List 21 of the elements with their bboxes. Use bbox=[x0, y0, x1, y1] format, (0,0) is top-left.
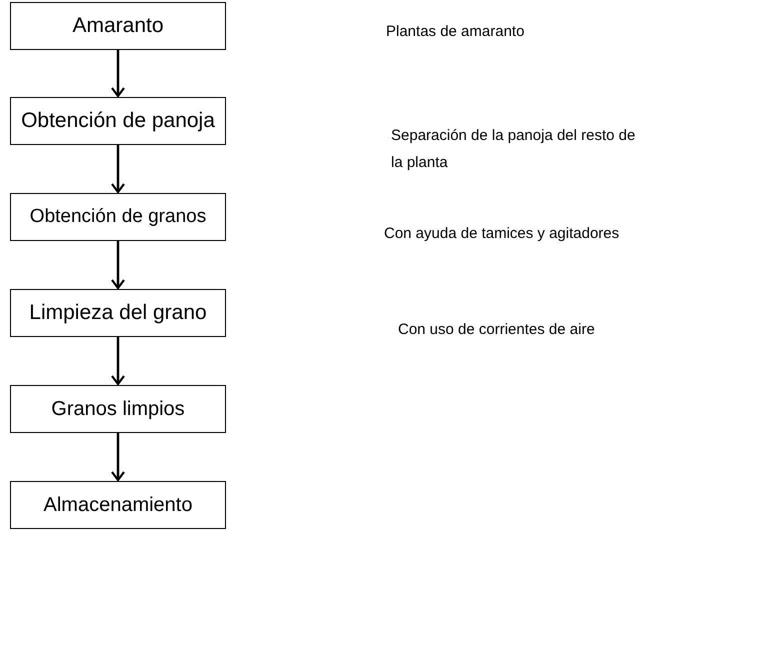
process-box bbox=[10, 385, 226, 433]
process-box bbox=[10, 193, 226, 241]
process-box bbox=[10, 97, 226, 145]
process-box bbox=[10, 289, 226, 337]
annotation-text: Plantas de amaranto bbox=[386, 22, 526, 42]
arrow bbox=[110, 145, 126, 194]
process-box bbox=[10, 481, 226, 529]
arrow bbox=[110, 433, 126, 482]
step-label: Granos limpios bbox=[51, 396, 185, 422]
step-label: Limpieza del grano bbox=[29, 300, 207, 326]
arrow bbox=[110, 337, 126, 386]
step-label: Obtención de panoja bbox=[21, 108, 215, 134]
process-box bbox=[10, 2, 226, 50]
annotation-text: Con ayuda de tamices y agitadores bbox=[384, 224, 620, 244]
annotation-text: Con uso de corrientes de aire bbox=[398, 320, 596, 340]
annotation-text: Separación de la panoja del resto de la planta bbox=[391, 126, 636, 173]
arrow bbox=[110, 50, 126, 98]
step-label: Obtención de granos bbox=[30, 205, 206, 229]
step-label: Amaranto bbox=[72, 12, 164, 39]
arrow bbox=[110, 241, 126, 290]
step-label: Almacenamiento bbox=[44, 492, 192, 518]
